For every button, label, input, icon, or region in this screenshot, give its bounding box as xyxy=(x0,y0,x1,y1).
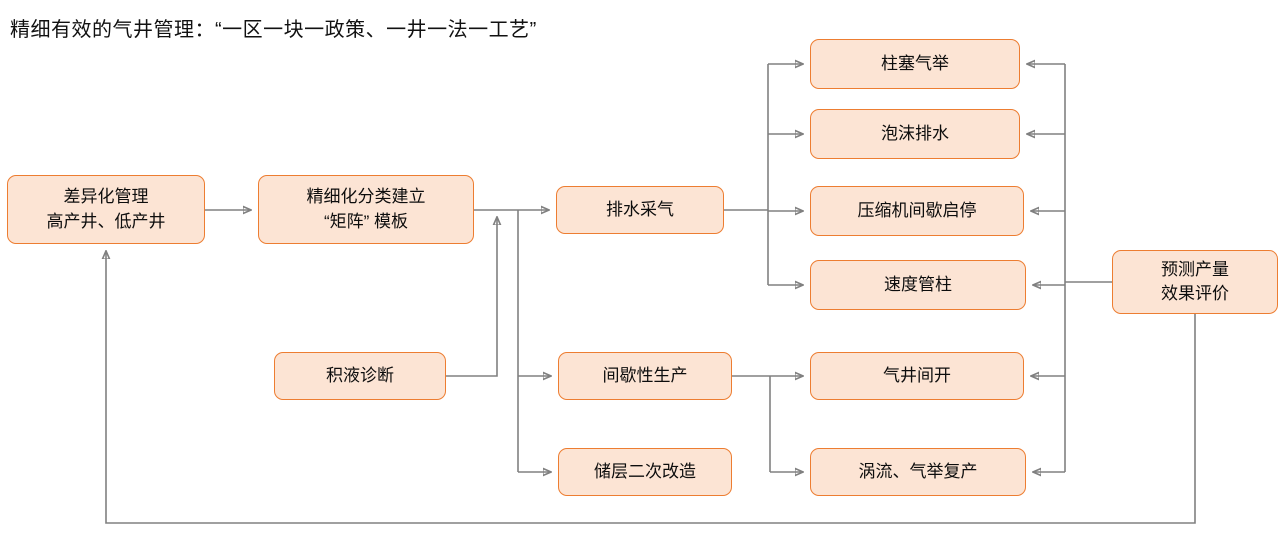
node-matrix-template[interactable]: 精细化分类建立 “矩阵” 模板 xyxy=(258,175,474,244)
node-production-forecast-eval[interactable]: 预测产量 效果评价 xyxy=(1112,250,1278,314)
page-title: 精细有效的气井管理：“一区一块一政策、一井一法一工艺” xyxy=(10,19,537,41)
node-differentiated-management[interactable]: 差异化管理 高产井、低产井 xyxy=(7,175,205,244)
node-liquid-loading-diagnosis[interactable]: 积液诊断 xyxy=(274,352,446,400)
node-well-intermittent-open[interactable]: 气井间开 xyxy=(810,352,1024,400)
node-drainage-gas-recovery[interactable]: 排水采气 xyxy=(556,186,724,234)
node-velocity-string[interactable]: 速度管柱 xyxy=(810,260,1026,310)
node-compressor-cycling[interactable]: 压缩机间歇启停 xyxy=(810,186,1024,236)
node-vortex-gas-lift-restore[interactable]: 涡流、气举复产 xyxy=(810,448,1026,496)
node-plunger-gas-lift[interactable]: 柱塞气举 xyxy=(810,39,1020,89)
node-reservoir-restimulation[interactable]: 储层二次改造 xyxy=(558,448,732,496)
node-intermittent-production[interactable]: 间歇性生产 xyxy=(558,352,732,400)
node-foam-drainage[interactable]: 泡沫排水 xyxy=(810,109,1020,159)
